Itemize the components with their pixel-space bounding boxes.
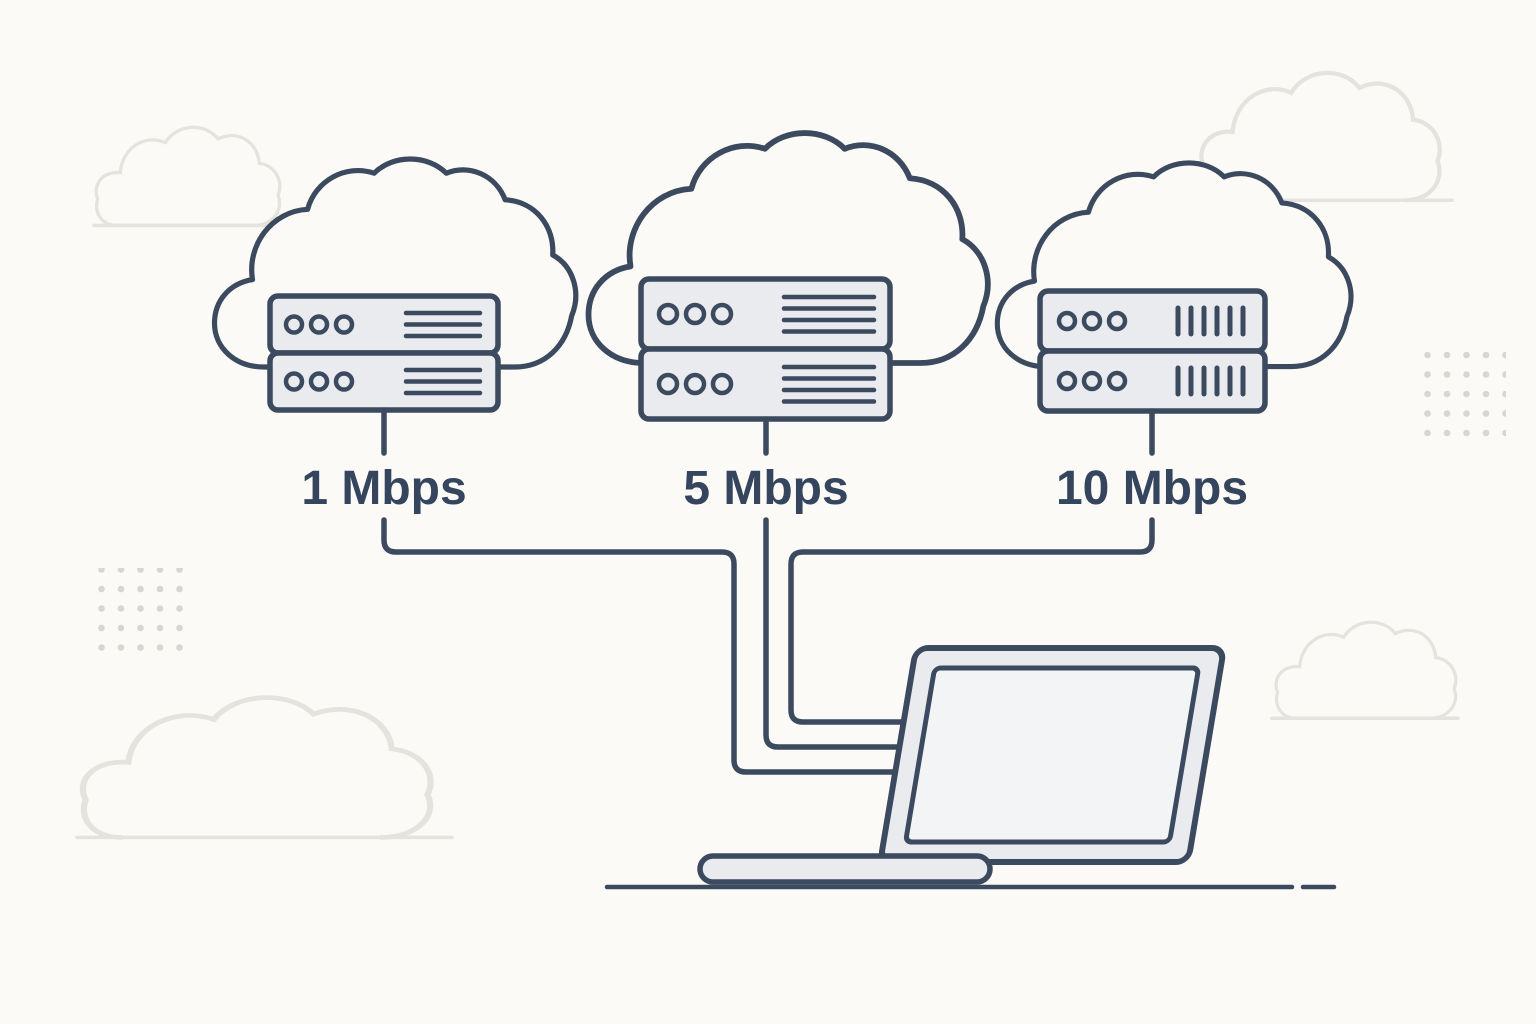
- server-led-icons: [656, 302, 734, 396]
- server-vent-bars: [1175, 305, 1246, 397]
- server-vent-lines: [403, 310, 483, 396]
- server-led-icons: [283, 314, 355, 392]
- connector-server-3: [788, 517, 1155, 725]
- cloud-server-2: 5 Mbps: [589, 133, 988, 515]
- connectors: [381, 517, 1155, 775]
- dot-grid-top-right: [1422, 344, 1506, 440]
- bandwidth-label-2: 5 Mbps: [683, 462, 848, 515]
- server-rack: [638, 276, 893, 422]
- cloud-server-1: 1 Mbps: [215, 159, 576, 515]
- server-rack: [1037, 288, 1268, 414]
- laptop: [697, 645, 1226, 885]
- cloud-server-3: 10 Mbps: [997, 163, 1351, 515]
- connector-server-2: [763, 517, 908, 750]
- laptop-base: [697, 853, 993, 885]
- server-rack: [267, 293, 501, 413]
- server-led-icons: [1056, 310, 1128, 392]
- dot-grid-left: [86, 568, 190, 652]
- decorative-cloud-right: [1272, 620, 1458, 718]
- server-vent-lines: [781, 294, 877, 404]
- laptop-display: [903, 665, 1201, 845]
- bandwidth-label-1: 1 Mbps: [301, 462, 466, 515]
- decorative-cloud-top-left: [94, 125, 292, 225]
- decorative-cloud-bottom-left: [77, 698, 452, 838]
- connector-server-1: [381, 517, 908, 775]
- bandwidth-label-3: 10 Mbps: [1056, 462, 1248, 515]
